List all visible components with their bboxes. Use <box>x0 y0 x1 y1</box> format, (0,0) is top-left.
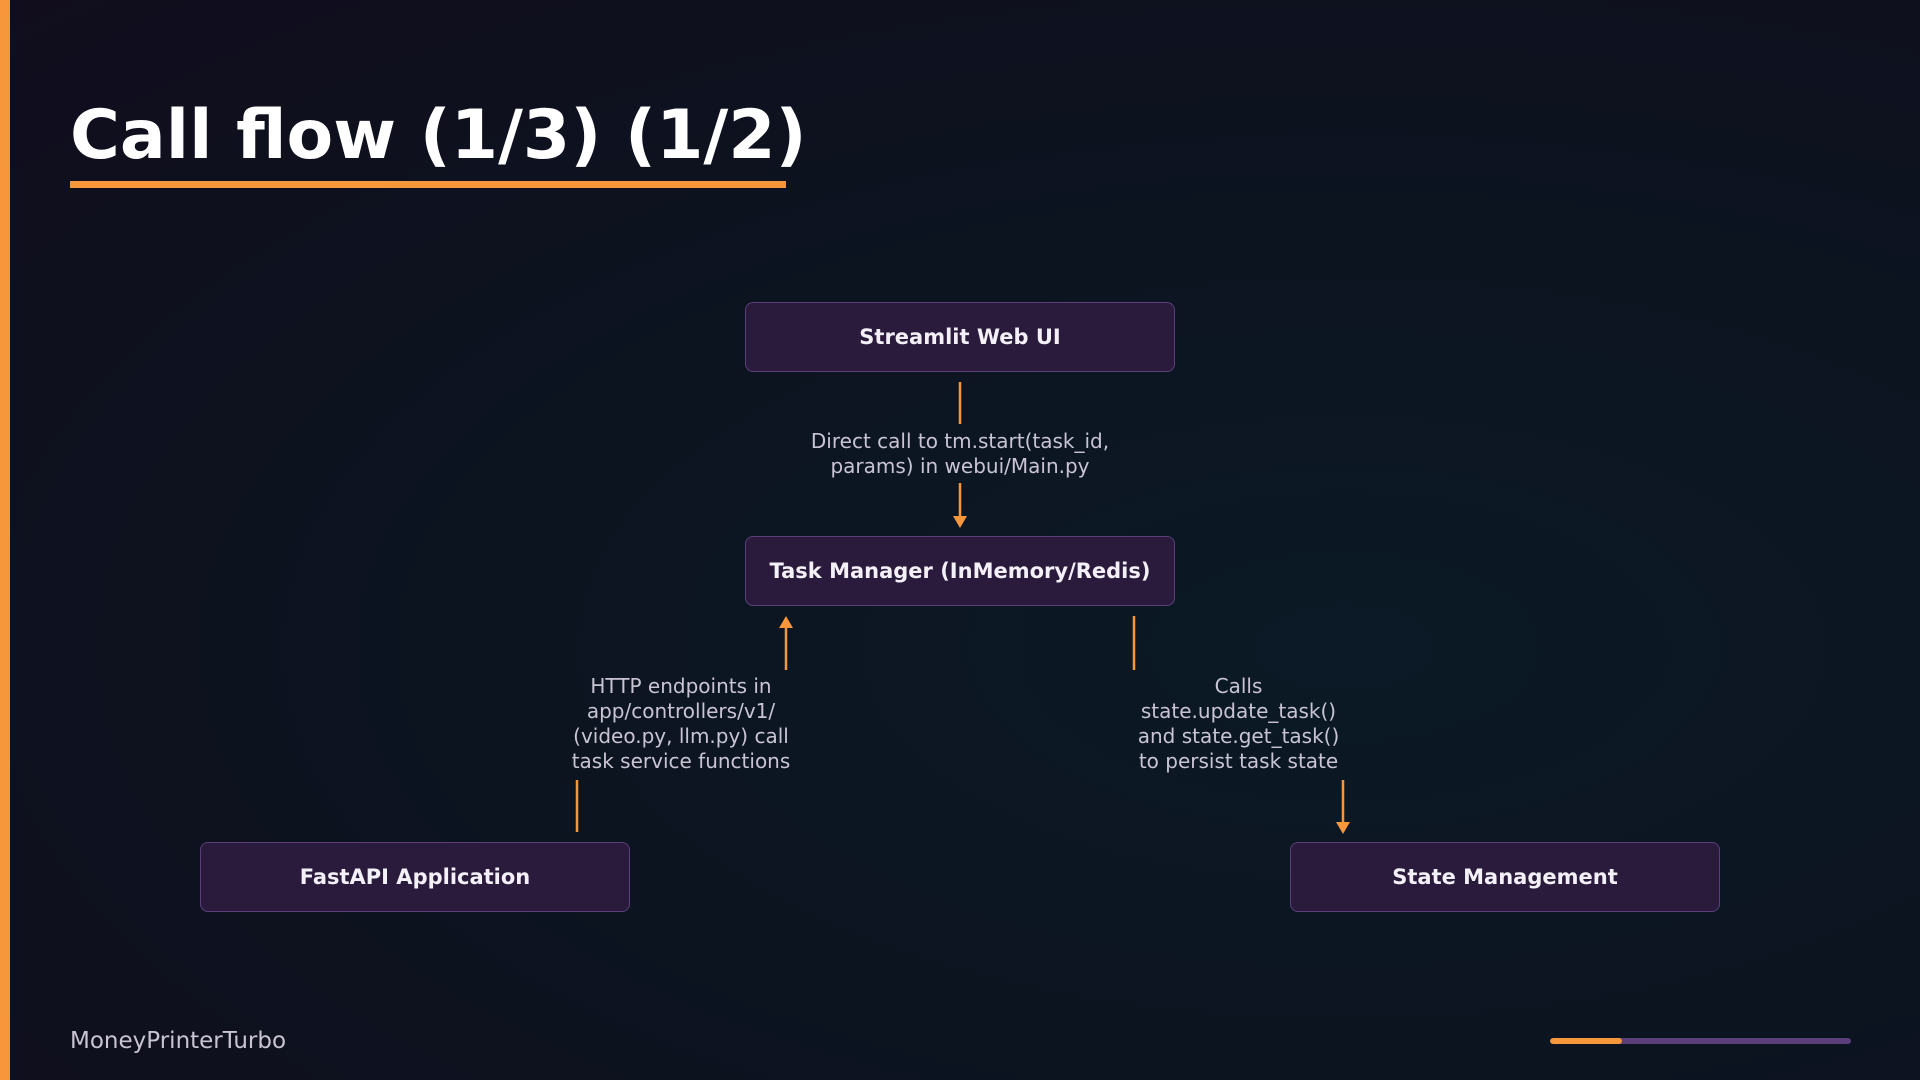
node-fastapi-application: FastAPI Application <box>200 842 630 912</box>
arrowhead-streamlit-to-taskmgr <box>953 516 967 528</box>
node-state-management: State Management <box>1290 842 1720 912</box>
edge-label-fastapi-to-taskmgr: HTTP endpoints in app/controllers/v1/ (v… <box>571 674 791 773</box>
slide-title: Call flow (1/3) (1/2) <box>70 96 807 175</box>
arrowhead-taskmgr-to-state <box>1336 822 1350 834</box>
node-label: Task Manager (InMemory/Redis) <box>769 559 1151 583</box>
edge-label-streamlit-to-taskmgr: Direct call to tm.start(task_id, params)… <box>810 429 1110 478</box>
node-label: FastAPI Application <box>299 865 531 889</box>
slide-progress-fill <box>1550 1038 1623 1044</box>
node-task-manager: Task Manager (InMemory/Redis) <box>745 536 1175 606</box>
edge-label-taskmgr-to-state: Calls state.update_task() and state.get_… <box>1137 674 1340 773</box>
arrowhead-fastapi-to-taskmgr <box>779 616 793 628</box>
left-accent-bar <box>0 0 10 1080</box>
slide-progress-bar <box>1550 1038 1851 1044</box>
node-streamlit-web-ui: Streamlit Web UI <box>745 302 1175 372</box>
node-label: Streamlit Web UI <box>859 325 1061 349</box>
title-underline <box>70 181 786 188</box>
footer-brand: MoneyPrinterTurbo <box>70 1028 287 1054</box>
node-label: State Management <box>1392 865 1618 889</box>
